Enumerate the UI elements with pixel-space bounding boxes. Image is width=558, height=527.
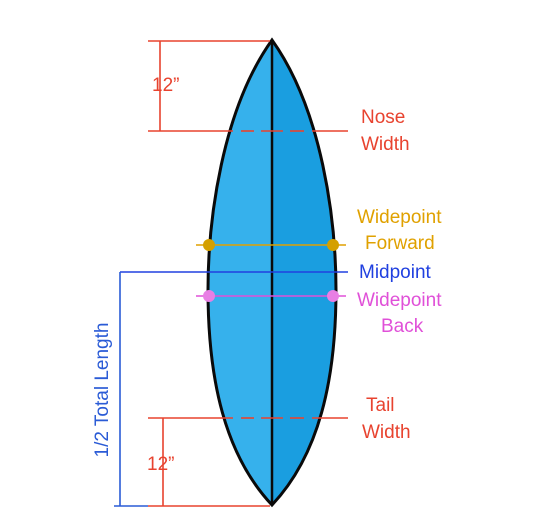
midpoint-measure: Midpoint	[120, 262, 432, 283]
tail-width-measure: Tail Width	[148, 395, 411, 443]
widepoint-forward-dot-left	[203, 239, 215, 251]
midpoint-label: Midpoint	[359, 262, 432, 283]
nose-width-label-line1: Nose	[361, 107, 405, 128]
widepoint-forward-label-line2: Forward	[365, 233, 435, 254]
widepoint-back-label-line1: Widepoint	[357, 290, 442, 311]
nose-dimension-label: 12”	[152, 75, 179, 96]
widepoint-forward-label-line1: Widepoint	[357, 207, 442, 228]
tail-width-label-line1: Tail	[366, 395, 395, 416]
tail-width-label-line2: Width	[362, 422, 411, 443]
widepoint-forward-measure: Widepoint Forward	[196, 207, 442, 254]
nose-width-measure: Nose Width	[148, 107, 410, 155]
widepoint-back-label-line2: Back	[381, 316, 424, 337]
tail-dimension: 12”	[147, 418, 270, 507]
widepoint-back-dot-left	[203, 290, 215, 302]
board-outline	[206, 37, 338, 508]
nose-dimension: 12”	[148, 40, 270, 131]
tail-dimension-label: 12”	[147, 454, 174, 475]
widepoint-back-measure: Widepoint Back	[196, 290, 442, 337]
widepoint-back-dot-right	[327, 290, 339, 302]
widepoint-forward-dot-right	[327, 239, 339, 251]
half-length-label: 1/2 Total Length	[92, 323, 113, 458]
half-length-measure: 1/2 Total Length	[92, 272, 148, 507]
nose-width-label-line2: Width	[361, 134, 410, 155]
